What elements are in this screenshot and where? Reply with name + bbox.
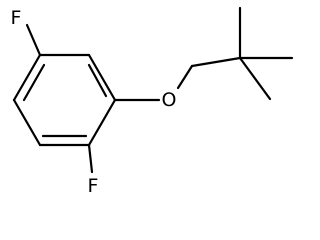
c-f-bond-top [25,23,42,57]
ring-bond [12,98,42,147]
fluorine-top-label: F [11,7,22,29]
ring-double-bond [22,63,46,102]
fluorine-bottom-label: F [88,175,99,197]
ring-bond [87,53,117,102]
ring-double-bond [87,63,108,98]
o-ch2-bond [176,64,194,90]
ring-bond [87,98,117,147]
c-f-bond-bottom [87,143,94,174]
methyl-bond-down [238,56,272,101]
benzene-ring [12,53,117,147]
structure-diagram: F F O [11,6,294,197]
ch2-c-bond [190,56,242,68]
ring-bond [12,53,42,102]
ether-oxygen-label: O [162,89,177,111]
